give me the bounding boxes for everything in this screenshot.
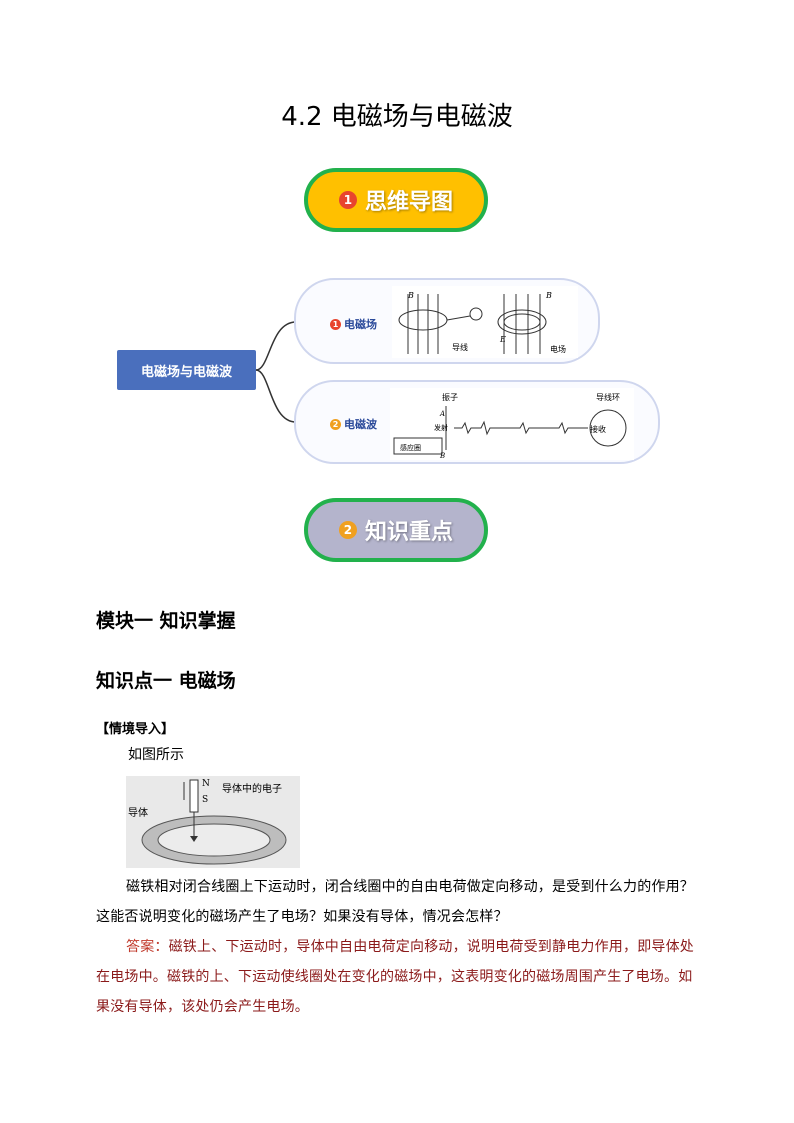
knowledge-point-heading: 知识点一 电磁场 [96,670,236,692]
svg-text:导线: 导线 [452,342,468,352]
section-key-points-banner: 2 知识重点 [304,498,488,562]
magnet-ring-svg: N S 导体中的电子 导体 [128,779,287,865]
branch-label: 2 电磁波 [330,416,377,432]
svg-text:A: A [439,410,445,418]
section-number-badge: 1 [338,191,357,209]
question-text: 磁铁相对闭合线圈上下运动时，闭合线圈中的自由电荷做定向移动，是受到什么力的作用？… [96,879,694,925]
magnet-ring-figure: N S 导体中的电子 导体 [126,776,300,868]
mind-map: 电磁场与电磁波 1 电磁场 B 导线 B E 电场 2 [110,276,670,468]
svg-text:导线环: 导线环 [596,392,620,402]
svg-text:振子: 振子 [442,392,458,402]
answer-label: 答案： [126,939,169,955]
branch-text: 电磁场 [344,318,377,331]
section-label: 知识重点 [364,520,453,545]
page-title: 4.2 电磁场与电磁波 [281,102,513,132]
mind-map-root: 电磁场与电磁波 [117,350,256,390]
answer-text: 答案：磁铁上、下运动时，导体中自由电荷定向移动，说明电荷受到静电力作用，即导体处… [96,932,700,1022]
svg-text:N: N [202,779,210,789]
svg-text:电场: 电场 [550,344,566,354]
module-heading: 模块一 知识掌握 [96,610,236,632]
svg-text:B: B [545,291,552,300]
section-label: 思维导图 [364,190,453,215]
svg-text:B: B [407,291,414,300]
branch-electromagnetic-wave: 2 电磁波 振子 A 发射 感应圈 B 导线环 接收 [294,380,660,464]
field-diagram: B 导线 B E 电场 [392,286,578,358]
svg-text:E: E [499,335,506,344]
svg-text:B: B [439,452,445,460]
svg-text:导体中的电子: 导体中的电子 [222,782,282,795]
section-number-badge: 2 [338,521,357,539]
branch-text: 电磁波 [344,418,377,431]
branch-number: 1 [330,318,341,330]
svg-text:感应圈: 感应圈 [400,443,421,452]
svg-text:接收: 接收 [590,424,606,434]
svg-text:S: S [202,795,208,805]
svg-text:导体: 导体 [128,807,148,819]
svg-text:发射: 发射 [434,423,448,432]
branch-label: 1 电磁场 [330,316,377,332]
mind-map-connectors [255,321,297,423]
scenario-tag: 【情境导入】 [96,722,175,737]
wave-diagram: 振子 A 发射 感应圈 B 导线环 接收 [390,388,634,460]
section-mindmap-banner: 1 思维导图 [304,168,488,232]
answer-body: 磁铁上、下运动时，导体中自由电荷定向移动，说明电荷受到静电力作用，即导体处在电场… [96,939,695,1015]
branch-electromagnetic-field: 1 电磁场 B 导线 B E 电场 [294,278,600,364]
intro-text: 如图所示 [128,747,184,763]
branch-number: 2 [330,418,341,430]
